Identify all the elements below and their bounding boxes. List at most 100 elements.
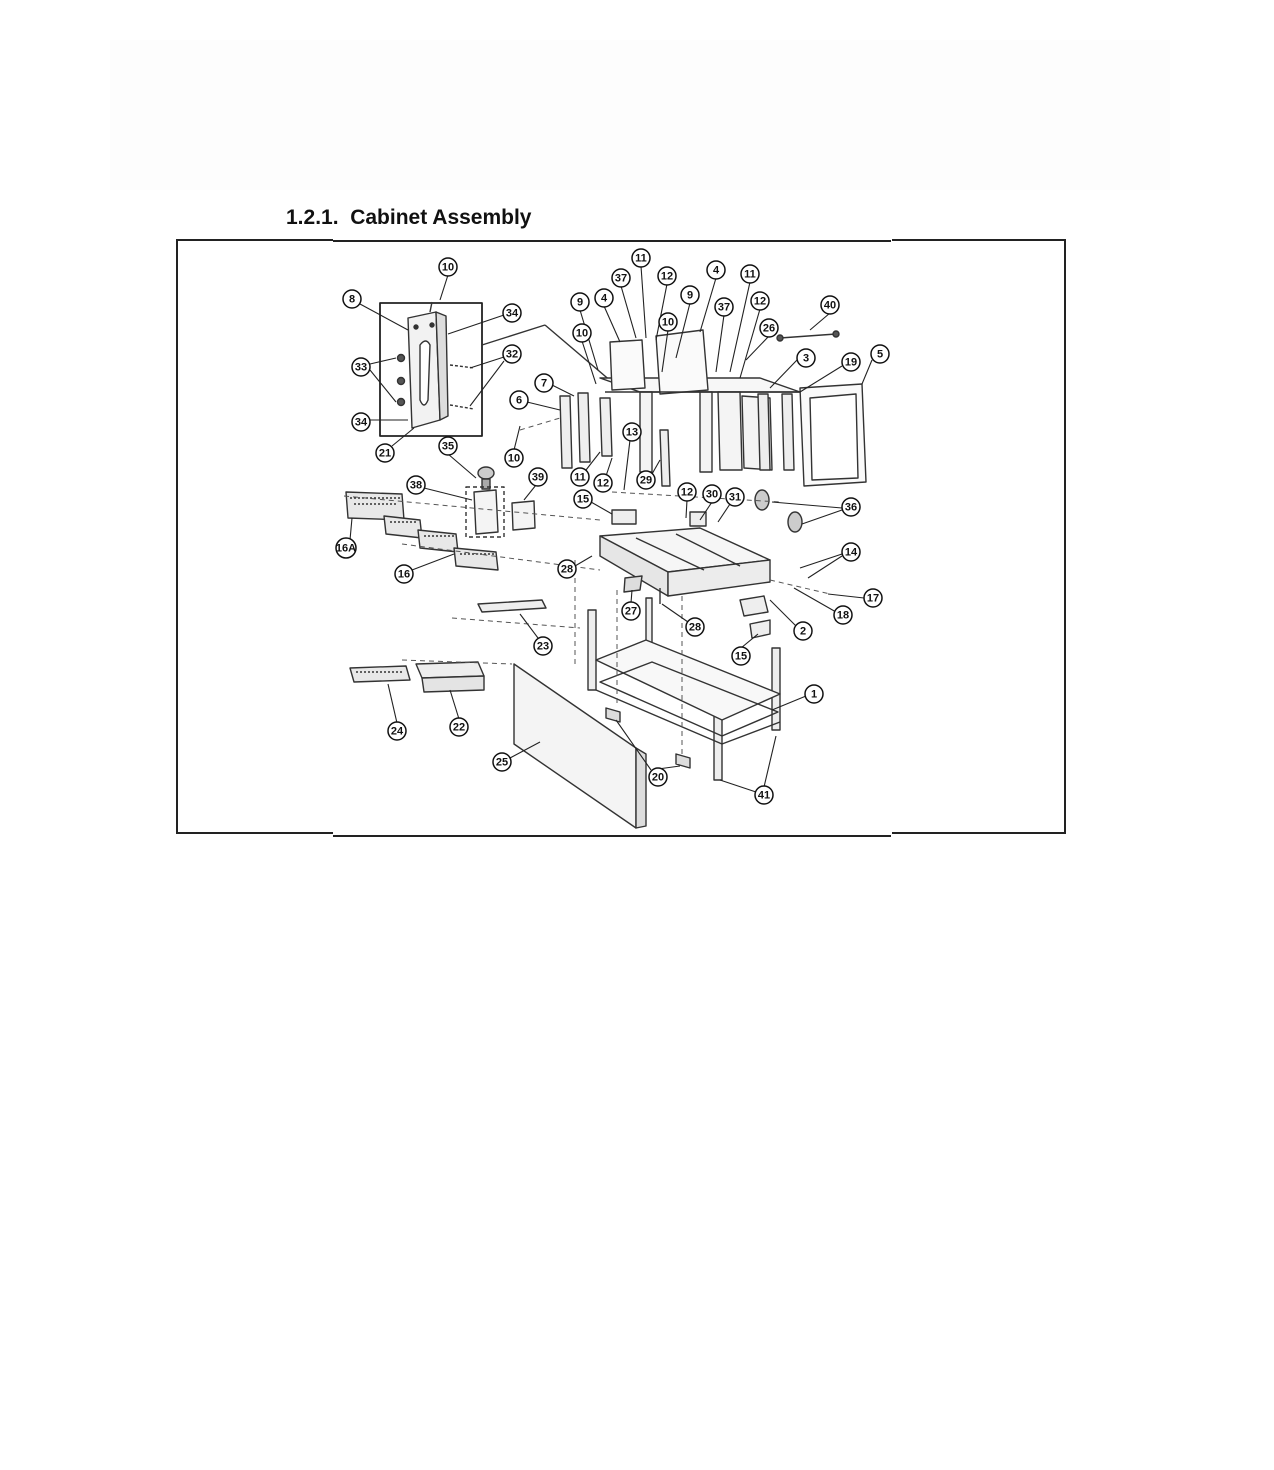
- callout-21: 21: [375, 443, 395, 463]
- callout-24: 24: [387, 721, 407, 741]
- callout-1: 1: [804, 684, 824, 704]
- callout-label: 19: [845, 357, 857, 369]
- door-brackets: [605, 707, 691, 769]
- callout-label: 2: [800, 626, 806, 638]
- callout-circle: [657, 266, 677, 286]
- wire-baskets: [345, 491, 499, 571]
- callout-9: 9: [680, 285, 700, 305]
- callout-label: 32: [506, 349, 518, 361]
- callout-33: 33: [351, 357, 371, 377]
- callout-circle: [841, 352, 861, 372]
- callout-37: 37: [714, 297, 734, 317]
- callout-28: 28: [685, 617, 705, 637]
- callout-label: 12: [681, 487, 693, 499]
- callout-29: 29: [636, 470, 656, 490]
- callout-12: 12: [677, 482, 697, 502]
- callout-27: 27: [621, 601, 641, 621]
- callout-circle: [573, 489, 593, 509]
- callout-circle: [342, 289, 362, 309]
- callout-38: 38: [406, 475, 426, 495]
- callout-label: 11: [744, 269, 756, 281]
- callout-label: 12: [597, 478, 609, 490]
- callout-circle: [438, 436, 458, 456]
- callout-circle: [680, 285, 700, 305]
- callout-circle: [449, 717, 469, 737]
- callout-6: 6: [509, 390, 529, 410]
- callout-circle: [804, 684, 824, 704]
- callout-label: 38: [410, 480, 422, 492]
- callout-circle: [375, 443, 395, 463]
- callout-circle: [870, 344, 890, 364]
- callout-circle: [611, 268, 631, 288]
- callout-circle: [534, 373, 554, 393]
- callout-circle: [658, 312, 678, 332]
- callout-circle: [533, 636, 553, 656]
- container-inserts: [465, 486, 536, 538]
- callout-16: 16: [394, 564, 414, 584]
- callout-circle: [572, 323, 592, 343]
- callout-label: 37: [718, 302, 730, 314]
- callout-label: 28: [689, 622, 701, 634]
- callout-circle: [714, 297, 734, 317]
- callout-circle: [621, 601, 641, 621]
- page-background: [110, 40, 1170, 190]
- callout-circle: [841, 542, 861, 562]
- callout-2: 2: [793, 621, 813, 641]
- callout-circle: [438, 257, 458, 277]
- callout-label: 7: [541, 378, 547, 390]
- callout-39: 39: [528, 467, 548, 487]
- callout-10: 10: [504, 448, 524, 468]
- callout-label: 21: [379, 448, 391, 460]
- callout-circle: [387, 721, 407, 741]
- callout-circle: [833, 605, 853, 625]
- callout-circle: [677, 482, 697, 502]
- callout-circle: [622, 422, 642, 442]
- hinge-detail-inset: [379, 301, 613, 437]
- callout-label: 16A: [336, 543, 356, 555]
- callout-label: 25: [496, 757, 508, 769]
- callout-circle: [335, 537, 357, 559]
- callout-32: 32: [502, 344, 522, 364]
- callout-circle: [351, 412, 371, 432]
- side-panel-strips: [559, 383, 867, 487]
- well-tray: [599, 509, 771, 639]
- callout-label: 24: [391, 726, 404, 738]
- callout-18: 18: [833, 605, 853, 625]
- callout-label: 11: [574, 472, 586, 484]
- callout-9: 9: [570, 292, 590, 312]
- callout-10: 10: [658, 312, 678, 332]
- callout-label: 26: [763, 323, 775, 335]
- callout-label: 41: [758, 790, 770, 802]
- callout-19: 19: [841, 352, 861, 372]
- callout-label: 1: [811, 689, 817, 701]
- callout-28: 28: [557, 559, 577, 579]
- callout-label: 18: [837, 610, 849, 622]
- callout-leaders: [349, 265, 873, 793]
- callout-30: 30: [702, 484, 722, 504]
- callout-23: 23: [533, 636, 553, 656]
- callout-label: 16: [398, 569, 410, 581]
- callout-11: 11: [570, 467, 590, 487]
- callout-label: 15: [577, 494, 589, 506]
- callout-label: 6: [516, 395, 522, 407]
- callout-14: 14: [841, 542, 861, 562]
- callout-label: 10: [508, 453, 520, 465]
- callout-circle: [750, 291, 770, 311]
- callout-label: 10: [576, 328, 588, 340]
- callout-label: 30: [706, 489, 718, 501]
- callout-25: 25: [492, 752, 512, 772]
- callout-circle: [570, 292, 590, 312]
- callout-label: 27: [625, 606, 637, 618]
- callout-13: 13: [622, 422, 642, 442]
- callout-circle: [863, 588, 883, 608]
- callout-label: 23: [537, 641, 549, 653]
- callout-12: 12: [593, 473, 613, 493]
- callout-circle: [793, 621, 813, 641]
- callout-label: 13: [626, 427, 638, 439]
- caster-wheels: [477, 466, 803, 533]
- callout-circle: [509, 390, 529, 410]
- callout-label: 12: [661, 271, 673, 283]
- callout-circle: [731, 646, 751, 666]
